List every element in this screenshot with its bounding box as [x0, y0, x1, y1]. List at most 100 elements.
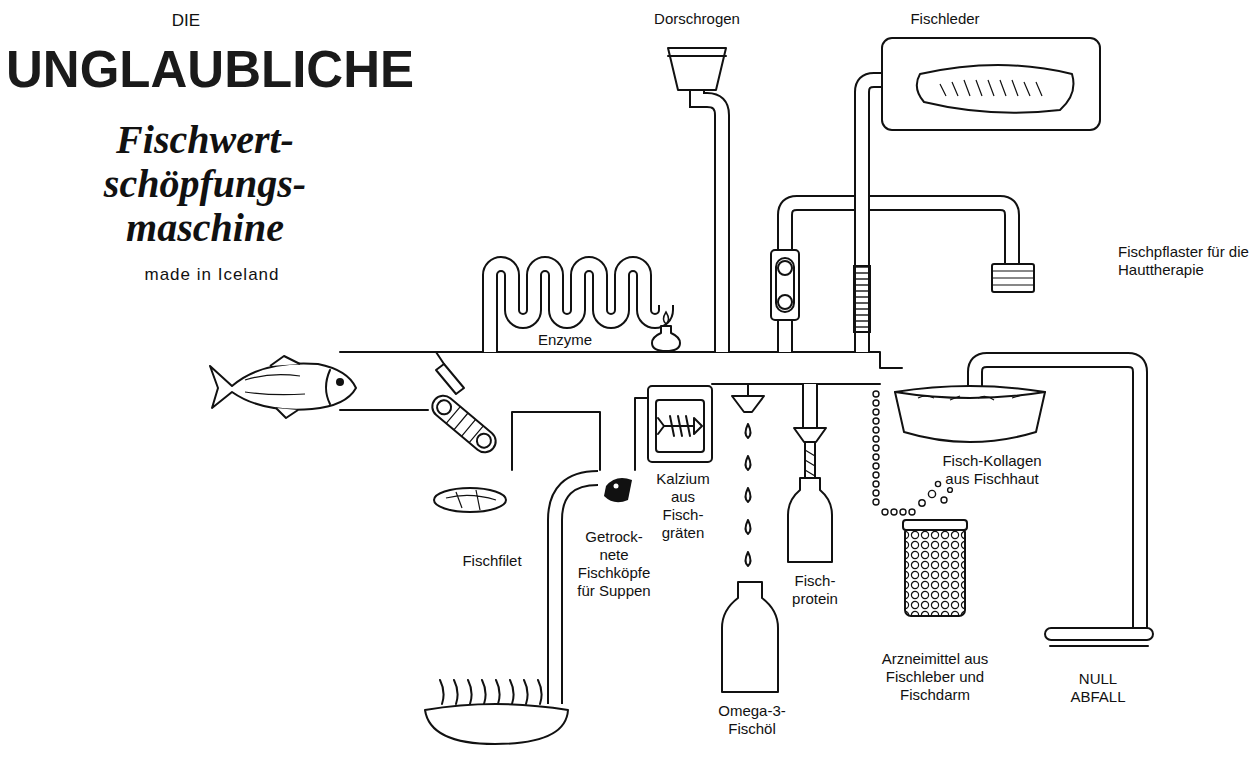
- oil-drops: [746, 424, 751, 438]
- conveyor-belt: [446, 407, 483, 443]
- collagen-bowl: [895, 386, 1045, 442]
- fish-fillet: [434, 488, 506, 512]
- capsule-chain: [928, 490, 935, 497]
- collagen-bowl: [895, 386, 1045, 442]
- capsule-chain: [873, 400, 879, 406]
- product-label: Fischleder: [885, 10, 1005, 28]
- product-label: Dorschrogen: [637, 10, 757, 28]
- medicine-jar: [905, 526, 965, 616]
- ladder-unit: [854, 266, 870, 332]
- capsule-chain: [873, 445, 879, 451]
- product-label: NULL ABFALL: [1066, 670, 1130, 706]
- fish-fillet: [434, 488, 506, 512]
- title-prefix: DIE: [156, 10, 216, 31]
- drying-rack: [440, 680, 542, 704]
- capsule-chain: [873, 391, 952, 515]
- capsule-chain: [919, 500, 925, 506]
- capsule-chain: [873, 427, 879, 433]
- oil-drops: [746, 456, 751, 470]
- product-label: Fisch-Kollagen aus Fischhaut: [933, 452, 1051, 488]
- capsule-chain: [941, 497, 947, 503]
- conveyor-belt: [434, 397, 454, 417]
- fish-figure: [326, 370, 330, 404]
- capsule-chain: [909, 509, 915, 515]
- drying-rack: [425, 680, 568, 744]
- roller-unit: [778, 295, 792, 309]
- ladder-unit: [854, 266, 870, 332]
- plaster-stack: [992, 264, 1034, 292]
- zero-waste-slab: [1045, 628, 1153, 640]
- oil-drops: [746, 520, 751, 534]
- capsule-chain: [882, 509, 888, 515]
- pipe: [697, 86, 722, 352]
- capsule-chain: [891, 509, 897, 515]
- drying-rack: [425, 704, 568, 744]
- process-label: Enzyme: [525, 331, 605, 349]
- pipe: [697, 86, 722, 352]
- fish-leather-box: [917, 65, 1074, 113]
- channel-wall: [340, 352, 902, 368]
- pipe: [490, 264, 666, 352]
- oil-bottle: [722, 582, 778, 692]
- roller-unit: [771, 250, 799, 320]
- pipe: [802, 384, 818, 428]
- capsule-chain: [873, 472, 879, 478]
- oil-drops: [746, 424, 751, 566]
- oil-funnel: [732, 396, 764, 412]
- collagen-bowl: [918, 395, 1022, 400]
- fish-figure: [336, 378, 344, 386]
- collagen-bowl: [895, 392, 1045, 398]
- oil-funnel: [747, 384, 749, 396]
- oil-drops: [746, 488, 751, 502]
- plaster-stack: [992, 264, 1034, 292]
- medicine-jar: [903, 520, 967, 616]
- knife: [436, 352, 444, 364]
- protein-bottle: [788, 478, 832, 562]
- title-script: Fischwert- schöpfungs- maschine: [60, 118, 350, 250]
- fish-bone-box: [648, 386, 712, 462]
- channel-wall: [635, 398, 648, 470]
- fish-leather-box: [882, 38, 1100, 130]
- fish-figure: [245, 375, 305, 395]
- roller-unit: [776, 258, 794, 312]
- capsule-chain: [873, 418, 879, 424]
- product-label: Getrock- nete Fischköpfe für Suppen: [577, 528, 651, 600]
- fish-bone-box: [658, 418, 664, 434]
- product-label: Fischpflaster für die Hauttherapie: [1118, 243, 1252, 279]
- title-heading: UNGLAUBLICHE: [6, 40, 414, 100]
- capsule-chain: [873, 391, 879, 397]
- channel-wall: [340, 352, 902, 470]
- fish-figure: [276, 408, 298, 418]
- roller-unit: [778, 261, 792, 275]
- roller-unit: [771, 250, 799, 320]
- product-label: Arzneimittel aus Fischleber und Fischdar…: [878, 650, 992, 704]
- knife: [436, 352, 464, 394]
- product-label: Fisch- protein: [787, 572, 843, 608]
- capsule-chain: [873, 499, 879, 505]
- fish-leather-box: [940, 80, 1042, 96]
- fish-bone-box: [664, 416, 694, 436]
- product-label: Omega-3- Fischöl: [714, 702, 790, 738]
- capsule-chain: [900, 509, 906, 515]
- capsule-chain: [873, 463, 879, 469]
- fish-figure: [210, 363, 356, 409]
- product-label: Fischfilet: [452, 552, 532, 570]
- fish-figure: [210, 356, 356, 418]
- protein-funnel: [805, 450, 815, 476]
- capsule-chain: [873, 409, 879, 415]
- oil-drops: [746, 552, 751, 566]
- conveyor-belt: [428, 391, 500, 457]
- enzyme-flask: [652, 312, 680, 351]
- capsule-chain: [948, 488, 953, 493]
- pipe: [785, 203, 1012, 352]
- fish-figure: [270, 356, 300, 366]
- enzyme-flask: [664, 312, 669, 324]
- capsule-chain: [873, 436, 879, 442]
- knife: [436, 364, 464, 394]
- fish-leather-box: [882, 38, 1100, 130]
- protein-funnel: [794, 428, 826, 478]
- roe-cup: [668, 55, 726, 57]
- dried-fish-head: [604, 478, 632, 502]
- protein-funnel: [805, 442, 815, 478]
